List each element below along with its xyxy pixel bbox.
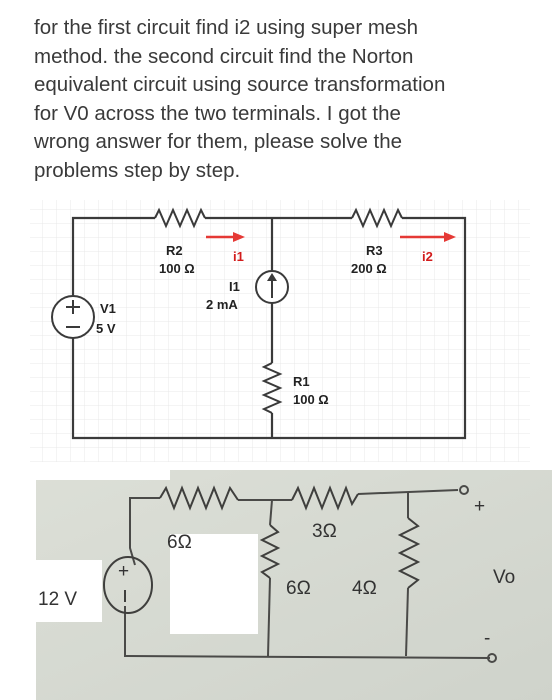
output-minus-sign: - (484, 628, 490, 649)
voltage-source-12v: + (103, 556, 153, 614)
output-terminals (459, 485, 497, 663)
resistor-mid-left (259, 524, 281, 579)
question-line: problems step by step. (34, 158, 241, 182)
circuit-2-wires (124, 489, 491, 659)
v1-value-label: 5 V (96, 321, 116, 336)
arrow-i1 (206, 232, 245, 242)
output-plus-sign: + (474, 496, 485, 517)
resistor-r1 (261, 362, 283, 414)
question-line: for V0 across the two terminals. I got t… (34, 101, 401, 125)
voltage-source-v1 (51, 295, 95, 339)
white-mask-middle (170, 534, 258, 634)
question-text: for the first circuit find i2 using supe… (34, 14, 534, 185)
mid-right-resistor-label: 4Ω (352, 578, 377, 599)
v1-name-label: V1 (100, 301, 116, 316)
resistor-r2 (154, 207, 206, 229)
circuit-1-wires (71, 216, 467, 440)
r2-name-label: R2 (166, 243, 183, 258)
mid-left-resistor-label: 6Ω (286, 578, 311, 599)
paper-background (30, 470, 552, 700)
arrow-i2 (400, 232, 456, 242)
r2-value-label: 100 Ω (159, 261, 195, 276)
question-line: wrong answer for them, please solve the (34, 130, 403, 153)
source-value-label: 2 mA (206, 297, 238, 312)
source-plus-sign: + (118, 561, 129, 582)
question-line: method. the second circuit find the Nort… (34, 44, 414, 68)
r3-value-label: 200 Ω (351, 261, 387, 276)
grid-background (30, 200, 530, 462)
i1-current-label: i1 (233, 249, 244, 264)
source-name-label: I1 (229, 279, 240, 294)
circuit-1-schematic: R2 100 Ω i1 I1 2 mA R3 200 Ω i2 V1 5 V R… (30, 200, 530, 462)
resistor-r3 (351, 207, 403, 229)
circuit-2-photo: + + - 6Ω 3Ω 6Ω 4Ω 12 V Vo (30, 470, 552, 700)
r1-name-label: R1 (293, 374, 310, 389)
r1-value-label: 100 Ω (293, 392, 329, 407)
top-left-resistor-label: 6Ω (167, 532, 192, 553)
question-line: for the first circuit find i2 using supe… (34, 16, 418, 39)
resistor-mid-right (397, 517, 421, 589)
question-line: equivalent circuit using source transfor… (34, 73, 446, 96)
source-voltage-label: 12 V (38, 589, 77, 610)
top-right-resistor-label: 3Ω (312, 521, 337, 542)
resistor-top-left (159, 485, 239, 511)
resistor-top-right (291, 485, 359, 511)
output-voltage-label: Vo (493, 567, 515, 588)
white-mask-source-label (30, 560, 102, 622)
r3-name-label: R3 (366, 243, 383, 258)
white-mask-top (30, 470, 170, 480)
current-source-i1 (255, 270, 289, 304)
i2-current-label: i2 (422, 249, 433, 264)
